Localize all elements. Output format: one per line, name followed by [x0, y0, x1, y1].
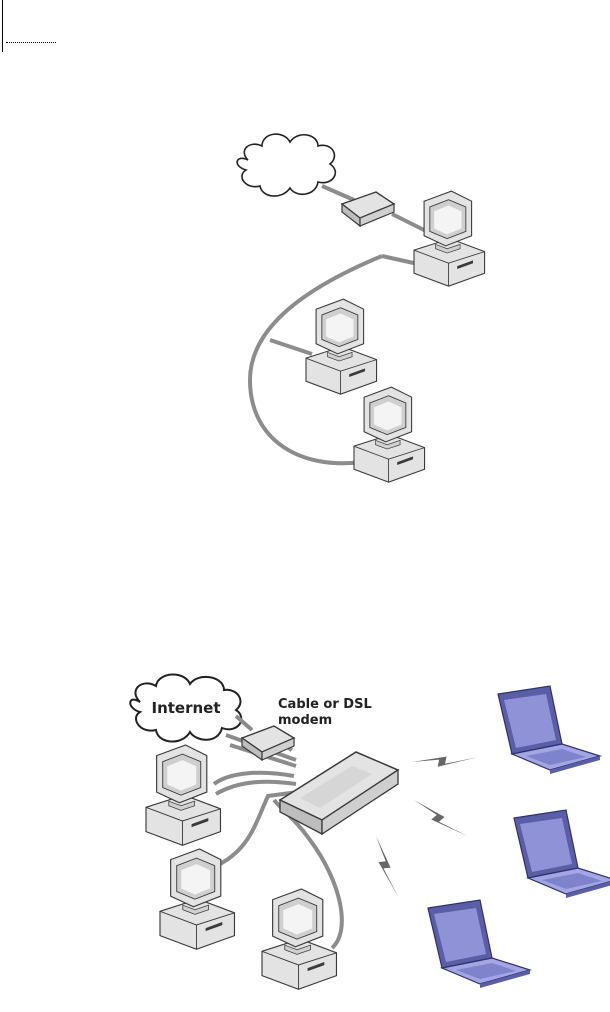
computer-icon	[414, 191, 485, 286]
wireless-signal-icon	[412, 739, 477, 781]
cable-loop-to-pc-middle	[270, 340, 312, 354]
computer-icon	[354, 387, 425, 482]
cable-cloud-to-modem	[322, 186, 354, 200]
diagram-bottom: Internet Cable or DSL modem	[130, 674, 610, 989]
laptop-icon	[498, 686, 600, 774]
diagram-top	[237, 134, 484, 482]
computer-icon	[262, 889, 336, 989]
modem-label-line2: modem	[278, 713, 332, 728]
cable-loop-to-pc-top	[382, 256, 418, 264]
modem-label-line1: Cable or DSL	[278, 697, 372, 712]
wireless-signal-icon	[408, 800, 473, 836]
laptop-icon	[514, 810, 610, 898]
wireless-signal-icon	[360, 836, 414, 897]
computer-icon	[306, 299, 377, 394]
internet-label: Internet	[151, 699, 220, 717]
computer-icon	[146, 745, 220, 845]
wireless-router	[280, 752, 398, 834]
laptop-icon	[428, 900, 530, 988]
internet-cloud	[237, 134, 335, 196]
